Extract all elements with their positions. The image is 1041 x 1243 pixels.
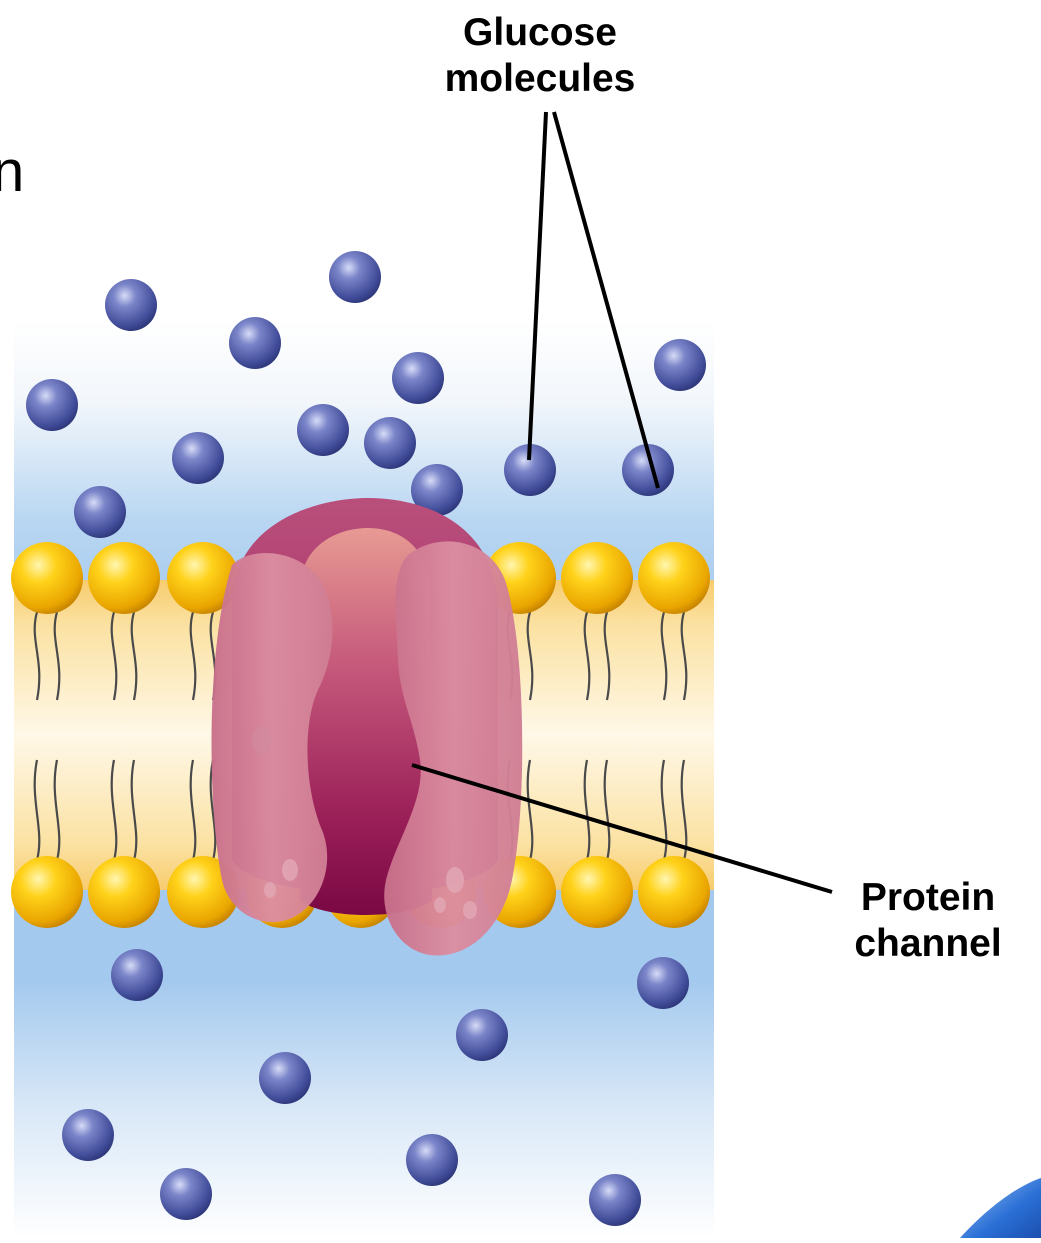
phospholipid-head-icon: [561, 542, 633, 614]
phospholipid-head-icon: [11, 856, 83, 928]
glucose-molecule-icon: [297, 404, 349, 456]
glucose-molecule-icon: [259, 1052, 311, 1104]
glucose-molecule-icon: [74, 486, 126, 538]
glucose-molecule-icon: [654, 339, 706, 391]
phospholipid-head-icon: [11, 542, 83, 614]
glucose-molecule-icon: [392, 352, 444, 404]
glucose-molecule-icon: [637, 957, 689, 1009]
protein-label-line: channel: [818, 921, 1038, 967]
glucose-label-line: molecules: [410, 56, 670, 102]
glucose-label-line: Glucose: [410, 10, 670, 56]
corner-accent: [960, 1178, 1041, 1238]
glucose-molecule-icon: [26, 379, 78, 431]
glucose-molecule-icon: [406, 1134, 458, 1186]
protein-label-line: Protein: [818, 875, 1038, 921]
glucose-molecule-icon: [62, 1109, 114, 1161]
glucose-molecule-icon: [456, 1009, 508, 1061]
phospholipid-head-icon: [561, 856, 633, 928]
glucose-molecule-icon: [364, 417, 416, 469]
glucose-molecule-icon: [329, 251, 381, 303]
glucose-molecule-icon: [105, 279, 157, 331]
glucose-molecule-icon: [229, 317, 281, 369]
glucose-molecule-icon: [160, 1168, 212, 1220]
glucose-molecule-icon: [172, 432, 224, 484]
phospholipid-head-icon: [88, 856, 160, 928]
phospholipid-head-icon: [88, 542, 160, 614]
partial-slide-text: n: [0, 140, 24, 204]
protein-channel-icon: [212, 498, 523, 955]
glucose-molecule-icon: [589, 1174, 641, 1226]
phospholipid-head-icon: [638, 542, 710, 614]
glucose-molecule-icon: [111, 949, 163, 1001]
phospholipid-head-icon: [638, 856, 710, 928]
